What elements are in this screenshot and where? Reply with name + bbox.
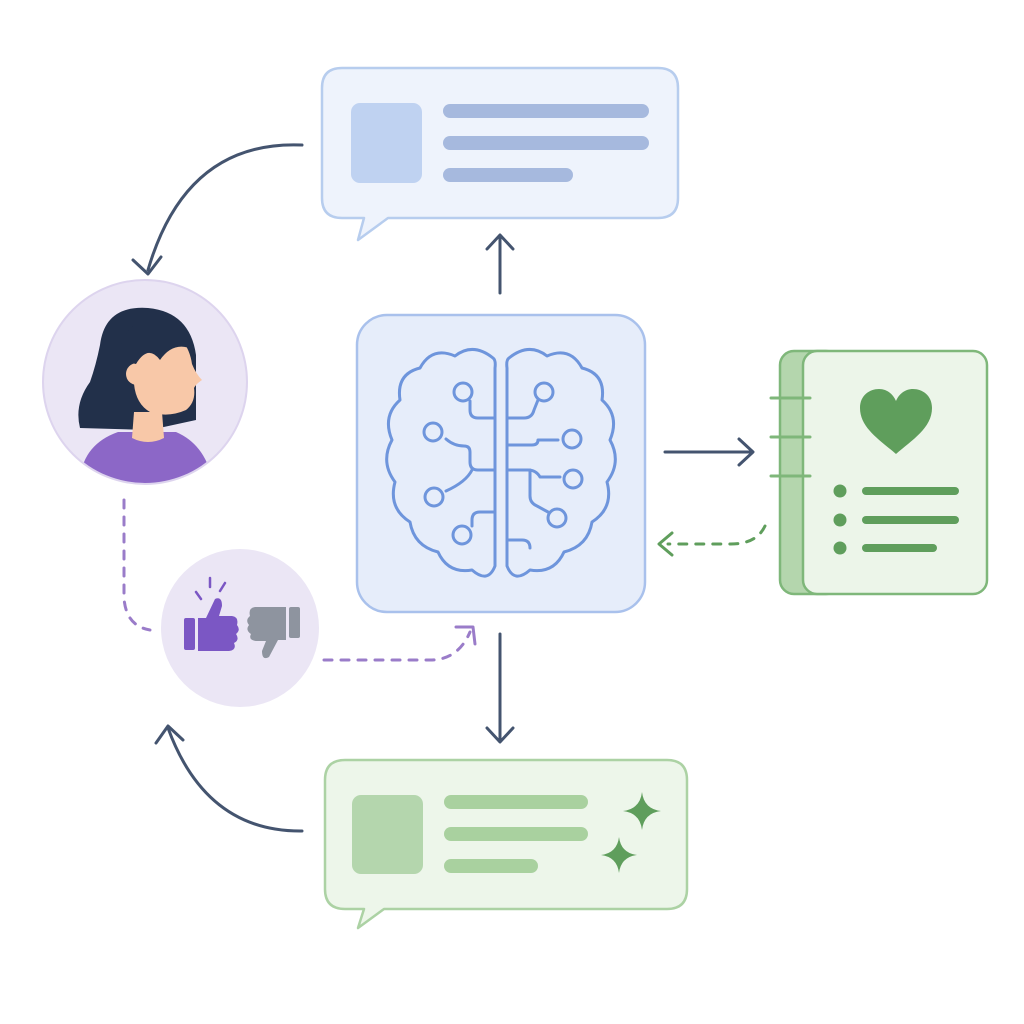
arrow-bottom-bubble-to-feedback xyxy=(166,726,304,833)
arrowhead-right xyxy=(737,437,755,467)
notebook-page xyxy=(801,349,989,596)
thumbs-up-icon xyxy=(184,576,239,651)
heart-icon xyxy=(860,389,932,454)
circuit-right-2 xyxy=(505,438,560,447)
brain-right-hemisphere xyxy=(505,348,617,578)
model-box-shape xyxy=(355,313,647,614)
node-left-3 xyxy=(423,486,445,508)
sparkle-small-icon xyxy=(601,837,637,873)
node-right-4 xyxy=(546,507,568,529)
user-face xyxy=(134,337,202,415)
notebook-rings xyxy=(769,396,812,478)
bubble-bottom-line-1 xyxy=(444,795,588,809)
arrowhead-to-feedback xyxy=(154,724,185,745)
memory-notebook xyxy=(769,349,989,596)
user-avatar-icon xyxy=(78,307,212,483)
node-right-1 xyxy=(533,381,555,403)
dashed-user-to-feedback xyxy=(122,498,152,632)
circuit-left-2 xyxy=(444,437,497,472)
dashed-notebook-to-model xyxy=(666,524,767,546)
user-shirt xyxy=(78,432,212,483)
user-hair-front xyxy=(118,318,194,364)
model-box xyxy=(355,313,647,614)
user-avatar xyxy=(42,279,248,485)
circuit-left-1 xyxy=(468,399,497,420)
notebook-bullet-1 xyxy=(833,484,847,498)
circuit-right-4 xyxy=(528,468,550,514)
user-ear xyxy=(126,363,148,385)
dashed-arrowhead-purple xyxy=(454,625,477,646)
bubble-bottom-line-3 xyxy=(444,859,538,873)
circuit-right-5 xyxy=(505,538,532,550)
initial-response-bubble xyxy=(320,66,680,242)
circuit-right-1 xyxy=(505,398,540,420)
arrowhead-up xyxy=(485,233,515,251)
feedback-circle xyxy=(161,549,319,707)
bubble-bottom-line-2 xyxy=(444,827,588,841)
node-left-1 xyxy=(452,381,474,403)
arrowhead-down xyxy=(485,726,515,744)
brain-circuit-icon xyxy=(385,348,617,578)
bubble-top-line-3 xyxy=(443,168,573,182)
circuit-left-4 xyxy=(470,510,497,528)
node-right-3 xyxy=(562,468,584,490)
circuit-right-3 xyxy=(505,468,562,479)
dashed-feedback-to-model xyxy=(322,630,472,662)
improved-response-bubble xyxy=(323,758,689,930)
notebook-bullet-3 xyxy=(833,541,847,555)
circuit-left-3 xyxy=(444,468,474,493)
user-neck xyxy=(132,412,164,442)
dashed-arrowhead-green xyxy=(657,531,674,557)
notebook-line-3 xyxy=(862,544,937,552)
bubble-top-thumbnail xyxy=(351,103,422,183)
notebook-line-2 xyxy=(862,516,959,524)
bubble-top-line-2 xyxy=(443,136,649,150)
bubble-top-line-1 xyxy=(443,104,649,118)
node-right-2 xyxy=(561,428,583,450)
notebook-line-1 xyxy=(862,487,959,495)
dashed-paths xyxy=(122,498,767,662)
thumbs-down-icon xyxy=(247,607,300,659)
thumbs-up-burst xyxy=(194,576,227,601)
arrow-top-bubble-to-user xyxy=(146,143,304,272)
arrowhead-to-user xyxy=(131,255,163,276)
node-left-4 xyxy=(451,524,473,546)
notebook-bullet-2 xyxy=(833,513,847,527)
flow-arrows xyxy=(131,143,755,833)
sparkle-large-icon xyxy=(623,792,661,830)
feedback-rating xyxy=(161,549,319,707)
brain-left-hemisphere xyxy=(385,348,497,578)
node-left-2 xyxy=(422,421,444,443)
bubble-bottom-thumbnail xyxy=(352,795,423,874)
